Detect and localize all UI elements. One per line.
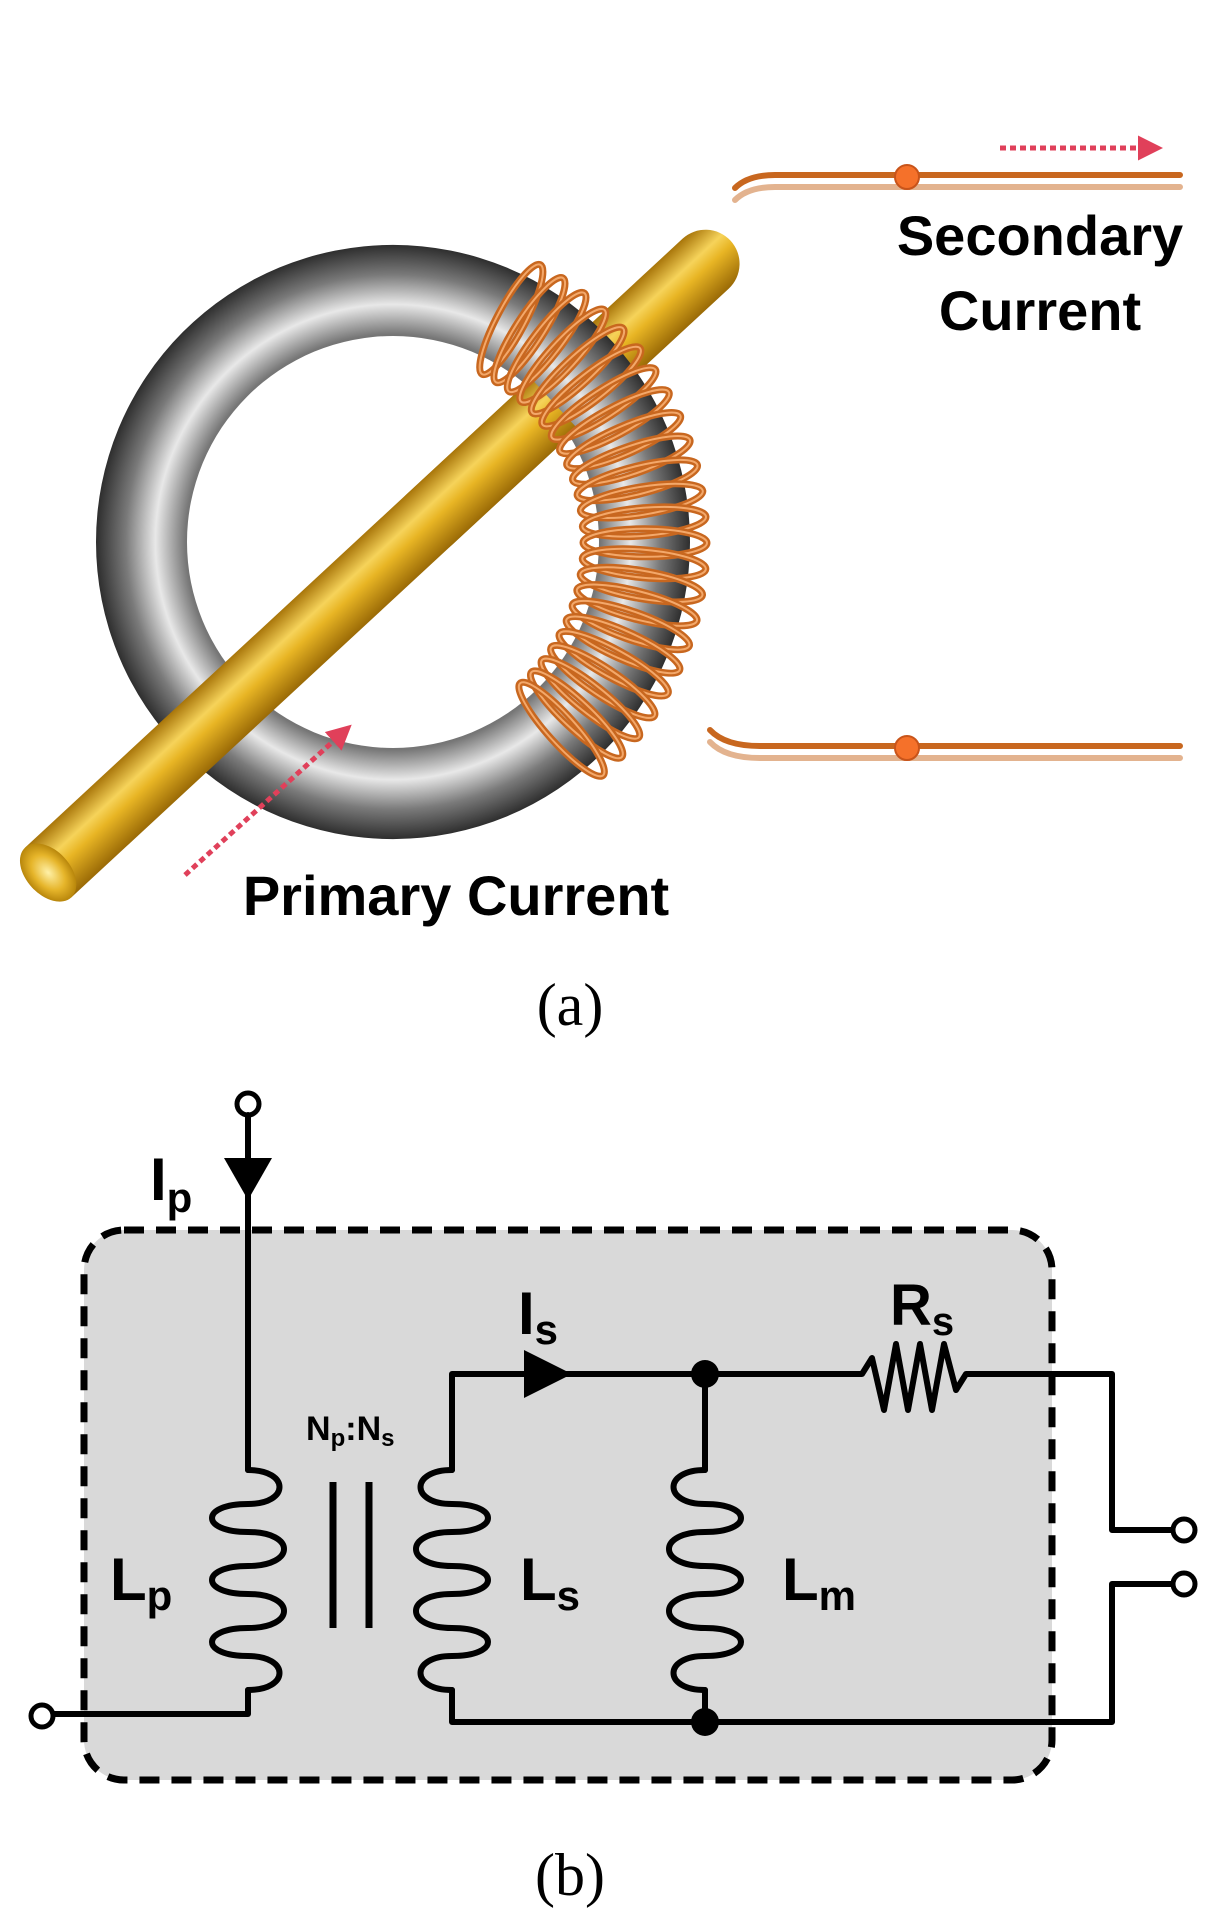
secondary-winding bbox=[476, 260, 711, 780]
current-transformer-illustration: Secondary Current Primary Current (a) bbox=[19, 135, 1183, 1038]
winding-turn-highlight bbox=[492, 276, 567, 384]
rs-label: Rs bbox=[890, 1273, 954, 1344]
turns-ratio-label: Np:Ns bbox=[306, 1410, 394, 1452]
output-terminal-top bbox=[1170, 1516, 1198, 1544]
terminal-dot-bottom bbox=[894, 735, 920, 761]
winding-turn-highlight bbox=[581, 527, 708, 558]
secondary-current-label-line2: Current bbox=[939, 279, 1141, 342]
secondary-wire-top bbox=[449, 1371, 708, 1473]
primary-current-arrow bbox=[183, 724, 352, 877]
winding-turn-highlight bbox=[540, 657, 641, 740]
secondary-wire-bottom bbox=[449, 1581, 1175, 1725]
conductor-end-face bbox=[19, 843, 77, 902]
winding-turn-highlight bbox=[576, 458, 699, 502]
caption-a: (a) bbox=[537, 972, 604, 1038]
winding-turn-highlight bbox=[529, 669, 624, 760]
primary-current-arrowhead bbox=[224, 1158, 272, 1200]
caption-b: (b) bbox=[535, 1842, 605, 1908]
winding-turn-highlight bbox=[581, 505, 707, 538]
terminal-dot-top bbox=[894, 164, 920, 190]
winding-turn-highlight bbox=[550, 366, 657, 441]
winding-turn-highlight bbox=[575, 583, 699, 627]
winding-turn-highlight bbox=[540, 345, 642, 428]
ip-label: Ip bbox=[150, 1146, 192, 1221]
winding-turn-highlight bbox=[518, 307, 607, 404]
lm-inductor bbox=[666, 1467, 744, 1693]
winding-turn-highlight bbox=[571, 435, 692, 486]
primary-conductor bbox=[19, 378, 578, 902]
secondary-leads bbox=[707, 164, 1183, 761]
is-label: Is bbox=[518, 1280, 558, 1353]
primary-wire-bottom bbox=[47, 1687, 251, 1717]
winding-turn-highlight bbox=[565, 615, 681, 675]
winding-turn-highlight bbox=[571, 599, 691, 651]
winding-turn-highlight bbox=[530, 326, 626, 415]
primary-current-label: Primary Current bbox=[243, 864, 669, 927]
winding-turn-highlight bbox=[517, 681, 606, 778]
winding-turn-highlight bbox=[506, 291, 588, 394]
winding-turn-highlight bbox=[557, 630, 670, 698]
winding-turn-highlight bbox=[549, 644, 656, 719]
lp-label: Lp bbox=[110, 1546, 172, 1619]
lm-label: Lm bbox=[782, 1546, 856, 1619]
equivalent-circuit: Ip Is Rs Np:Ns Lp Ls Lm (b) bbox=[28, 1090, 1198, 1908]
lp-inductor bbox=[209, 1467, 287, 1693]
rs-resistor bbox=[702, 1341, 1175, 1533]
winding-turn-highlight bbox=[558, 388, 671, 455]
output-terminal-bottom bbox=[1170, 1570, 1198, 1598]
ls-inductor bbox=[413, 1467, 491, 1693]
winding-turn-highlight bbox=[579, 566, 704, 603]
winding-turn-highlight bbox=[579, 482, 704, 520]
ct-enclosure bbox=[80, 1226, 1056, 1784]
winding-turn-highlight bbox=[565, 411, 682, 470]
winding-turn-highlight bbox=[581, 547, 707, 580]
primary-terminal-bottom bbox=[28, 1702, 56, 1730]
winding-turn-highlight bbox=[478, 263, 544, 376]
secondary-current-label-line1: Secondary bbox=[897, 204, 1183, 267]
secondary-current-arrowhead bbox=[524, 1350, 572, 1398]
ls-label: Ls bbox=[520, 1546, 580, 1619]
primary-terminal-top bbox=[234, 1090, 262, 1118]
